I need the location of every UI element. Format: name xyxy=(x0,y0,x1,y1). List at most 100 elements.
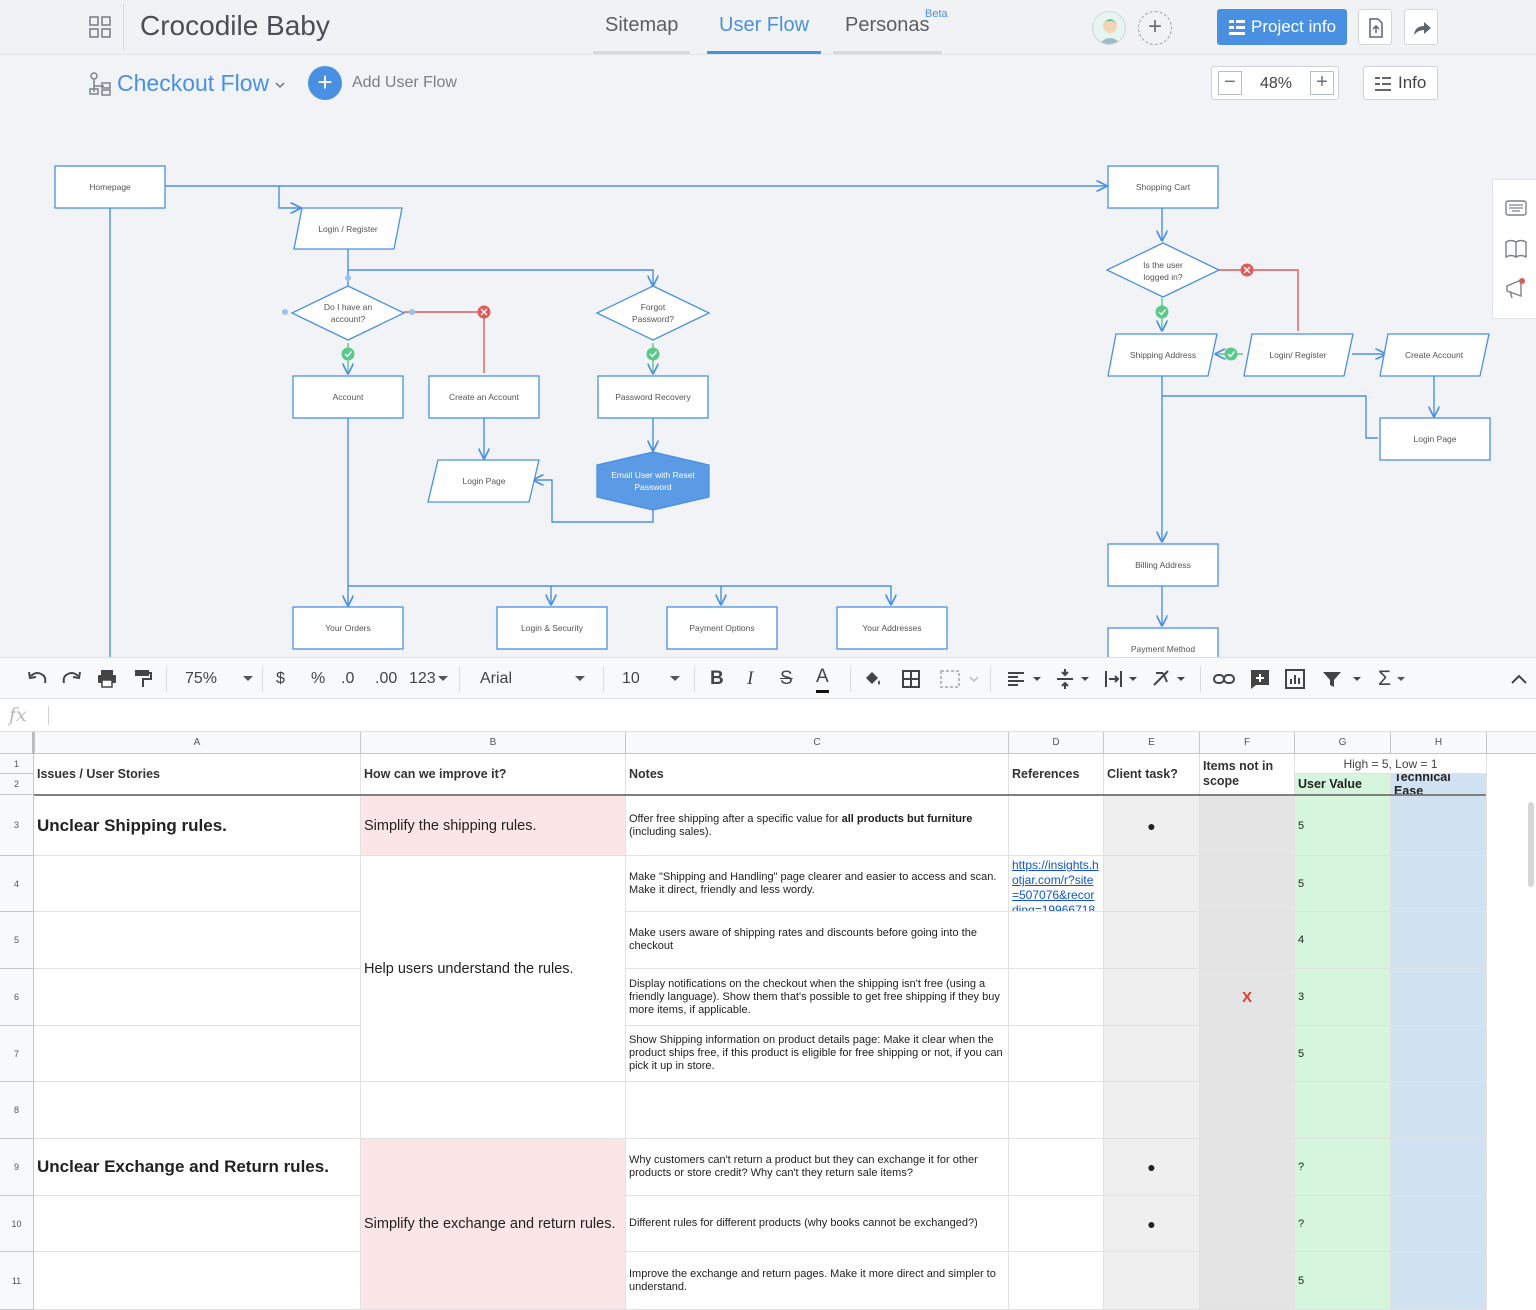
cell-c9[interactable]: Why customers can't return a product but… xyxy=(626,1139,1009,1196)
print-icon[interactable] xyxy=(96,666,118,692)
cell-f3[interactable] xyxy=(1200,796,1295,856)
node-login-page-left[interactable] xyxy=(427,459,540,503)
row-header-11[interactable]: 11 xyxy=(0,1252,34,1310)
cell-e6[interactable] xyxy=(1104,969,1200,1026)
row-header-1[interactable]: 1 xyxy=(0,754,34,774)
cell-c1[interactable]: Notes xyxy=(626,754,1009,795)
cell-a4[interactable] xyxy=(34,856,361,912)
chevron-up-icon[interactable] xyxy=(1508,666,1530,692)
align-left-icon[interactable] xyxy=(1006,666,1044,692)
fill-color-icon[interactable] xyxy=(862,666,884,692)
cell-f5[interactable] xyxy=(1200,912,1295,969)
node-forgot-password[interactable] xyxy=(595,285,711,341)
tab-sitemap[interactable]: Sitemap xyxy=(593,14,691,54)
redo-icon[interactable] xyxy=(61,666,83,692)
node-billing-address[interactable] xyxy=(1107,543,1219,587)
share-button[interactable] xyxy=(1404,9,1438,45)
cell-e3[interactable]: ● xyxy=(1104,796,1200,856)
node-password-recovery[interactable] xyxy=(597,375,709,419)
avatar[interactable] xyxy=(1092,11,1126,45)
decrease-decimal-button[interactable]: .0 xyxy=(341,670,355,687)
row-header-8[interactable]: 8 xyxy=(0,1082,34,1139)
cell-b1[interactable]: How can we improve it? xyxy=(361,754,626,795)
column-header-h[interactable]: H xyxy=(1391,732,1487,754)
currency-format-button[interactable]: $ xyxy=(276,670,285,687)
chevron-down-icon[interactable] xyxy=(274,80,286,90)
cell-h7[interactable] xyxy=(1391,1026,1487,1082)
flow-selector[interactable]: Checkout Flow xyxy=(117,70,270,96)
text-color-button[interactable]: A xyxy=(816,666,829,693)
grid-icon[interactable] xyxy=(88,15,112,39)
cell-g1[interactable]: High = 5, Low = 1 xyxy=(1295,754,1487,774)
info-button[interactable]: Info xyxy=(1363,66,1438,100)
node-logged-in[interactable] xyxy=(1105,242,1221,298)
column-header-e[interactable]: E xyxy=(1104,732,1200,754)
project-info-button[interactable]: Project info xyxy=(1217,9,1347,45)
column-header-c[interactable]: C xyxy=(626,732,1009,754)
cell-h4[interactable] xyxy=(1391,856,1487,912)
cell-h2[interactable]: Technical Ease xyxy=(1391,774,1487,795)
cell-c11[interactable]: Improve the exchange and return pages. M… xyxy=(626,1252,1009,1310)
node-create-account[interactable] xyxy=(1379,333,1490,377)
row-header-5[interactable]: 5 xyxy=(0,912,34,969)
cell-d9[interactable] xyxy=(1009,1139,1104,1196)
cell-f8[interactable] xyxy=(1200,1082,1295,1139)
bold-button[interactable]: B xyxy=(710,668,724,689)
increase-decimal-button[interactable]: .00 xyxy=(375,670,398,687)
cell-f11[interactable] xyxy=(1200,1252,1295,1310)
row-header-7[interactable]: 7 xyxy=(0,1026,34,1082)
column-header-f[interactable]: F xyxy=(1200,732,1295,754)
cell-f9[interactable] xyxy=(1200,1139,1295,1196)
cell-e11[interactable] xyxy=(1104,1252,1200,1310)
cell-c4[interactable]: Make "Shipping and Handling" page cleare… xyxy=(626,856,1009,912)
node-your-addresses[interactable] xyxy=(836,606,948,650)
cell-d8[interactable] xyxy=(1009,1082,1104,1139)
cell-a7[interactable] xyxy=(34,1026,361,1082)
cell-d11[interactable] xyxy=(1009,1252,1104,1310)
add-user-flow-label[interactable]: Add User Flow xyxy=(352,74,457,91)
cell-f1[interactable]: Items not in scope xyxy=(1200,754,1295,795)
project-name[interactable]: Crocodile Baby xyxy=(140,10,330,41)
export-button[interactable] xyxy=(1358,9,1392,45)
cell-e4[interactable] xyxy=(1104,856,1200,912)
cell-e8[interactable] xyxy=(1104,1082,1200,1139)
column-header-d[interactable]: D xyxy=(1009,732,1104,754)
row-header-4[interactable]: 4 xyxy=(0,856,34,912)
cell-e9[interactable]: ● xyxy=(1104,1139,1200,1196)
more-formats-button[interactable]: 123 xyxy=(409,666,449,692)
undo-icon[interactable] xyxy=(26,666,48,692)
cell-h5[interactable] xyxy=(1391,912,1487,969)
cell-a8[interactable] xyxy=(34,1082,361,1139)
cell-c10[interactable]: Different rules for different products (… xyxy=(626,1196,1009,1252)
italic-button[interactable]: I xyxy=(747,668,754,689)
cell-c5[interactable]: Make users aware of shipping rates and d… xyxy=(626,912,1009,969)
font-family-select[interactable]: Arial xyxy=(480,666,592,692)
cell-d1[interactable]: References xyxy=(1009,754,1104,795)
strikethrough-button[interactable]: S xyxy=(780,668,793,689)
cell-d4-link[interactable]: https://insights.hotjar.com/r?site=50707… xyxy=(1009,856,1104,912)
cell-g8[interactable] xyxy=(1295,1082,1391,1139)
book-icon[interactable] xyxy=(1505,239,1527,259)
cell-a10[interactable] xyxy=(34,1196,361,1252)
tab-user-flow[interactable]: User Flow xyxy=(707,14,822,54)
node-account[interactable] xyxy=(292,375,404,419)
cell-b9[interactable] xyxy=(361,1139,626,1196)
column-header-a[interactable]: A xyxy=(34,732,361,754)
node-payment-method[interactable] xyxy=(1107,627,1219,657)
row-header-6[interactable]: 6 xyxy=(0,969,34,1026)
cell-d10[interactable] xyxy=(1009,1196,1104,1252)
cell-g9[interactable]: ? xyxy=(1295,1139,1391,1196)
add-user-flow-button[interactable]: + xyxy=(308,66,342,100)
borders-icon[interactable] xyxy=(900,666,922,692)
cell-h10[interactable] xyxy=(1391,1196,1487,1252)
insert-link-icon[interactable] xyxy=(1212,666,1236,692)
node-homepage[interactable] xyxy=(54,165,166,209)
filter-icon[interactable] xyxy=(1320,666,1364,692)
cell-g2[interactable]: User Value xyxy=(1295,774,1391,795)
node-login-register[interactable] xyxy=(293,207,403,250)
cell-e7[interactable] xyxy=(1104,1026,1200,1082)
node-email-reset[interactable] xyxy=(596,451,710,511)
cell-g4[interactable]: 5 xyxy=(1295,856,1391,912)
cell-g3[interactable]: 5 xyxy=(1295,796,1391,856)
insert-comment-icon[interactable] xyxy=(1248,666,1272,692)
